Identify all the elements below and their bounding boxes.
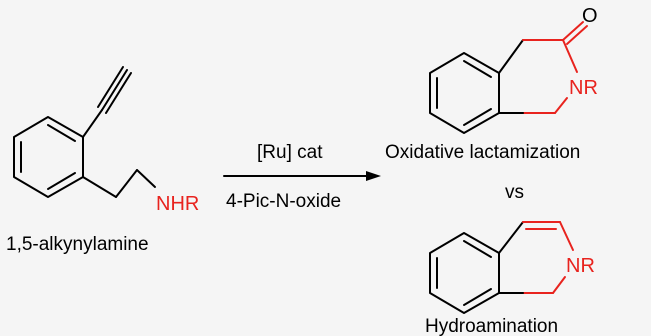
- bottom-product-molecule: NR: [429, 221, 595, 314]
- reactant-ethyl-chain: [82, 169, 156, 198]
- top-product-molecule: O NR: [429, 5, 598, 134]
- arrow-reagent-above: [Ru] cat: [257, 142, 323, 163]
- reactant-name: 1,5-alkynylamine: [6, 234, 149, 255]
- bottom-product-name: Hydroamination: [425, 316, 558, 336]
- reactant-amine-label: NHR: [156, 193, 199, 215]
- bottom-product-azepine-ring: [498, 221, 574, 294]
- arrow-reagent-below: 4-Pic-N-oxide: [226, 191, 341, 212]
- top-product-azepinone-ring: [498, 21, 588, 114]
- top-product-benzene-ring: [429, 52, 500, 134]
- versus-label: vs: [505, 182, 524, 203]
- bottom-product-amine-label: NR: [566, 255, 595, 277]
- top-product-name: Oxidative lactamization: [385, 142, 580, 163]
- arrow-head-icon: [366, 171, 381, 181]
- bottom-product-benzene-ring: [429, 232, 500, 314]
- top-product-carbonyl-label: O: [582, 5, 598, 27]
- reaction-arrow: [223, 171, 381, 181]
- top-product-amine-label: NR: [569, 77, 598, 99]
- reactant-benzene-ring: [13, 116, 84, 198]
- reactant-molecule: NHR: [13, 66, 199, 215]
- reactant-alkyne: [82, 66, 132, 138]
